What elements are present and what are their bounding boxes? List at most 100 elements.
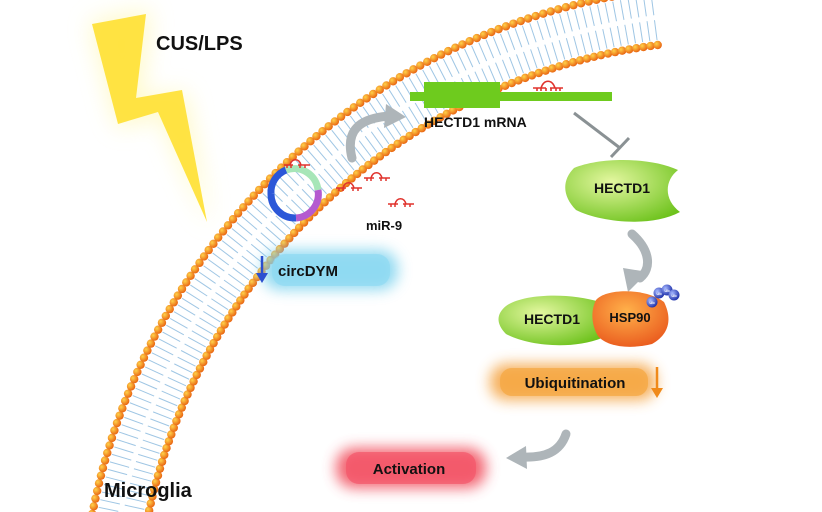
lipid-tail <box>180 350 200 361</box>
hsp90-label: HSP90 <box>609 310 650 325</box>
lipid-head <box>146 499 155 508</box>
lipid-head <box>155 464 165 473</box>
lipid-head <box>202 351 211 360</box>
lipid-tail <box>194 278 212 291</box>
circdym-box: circDYM <box>262 250 398 290</box>
lipid-head <box>423 120 433 129</box>
lipid-head <box>646 41 655 51</box>
lipid-tail <box>551 16 559 36</box>
lipid-head <box>364 160 373 170</box>
lipid-head <box>501 22 511 31</box>
lipid-tail <box>169 317 188 329</box>
lipid-head <box>144 506 154 512</box>
lipid-tail <box>226 234 243 248</box>
lipid-head <box>538 9 548 18</box>
lipid-head <box>224 314 233 323</box>
lipid-tail <box>508 56 518 76</box>
lipid-head <box>167 430 176 439</box>
lipid-head <box>199 357 208 367</box>
lipid-tail <box>646 21 651 42</box>
lipid-tail <box>198 271 216 284</box>
lipid-tail <box>187 336 206 348</box>
lipid-head <box>139 353 149 362</box>
lipid-head <box>189 377 198 386</box>
lipid-tail <box>185 291 204 303</box>
lipid-head <box>136 360 145 370</box>
lipid-tail <box>177 356 196 367</box>
lipid-tail <box>223 279 241 293</box>
lipid-head <box>96 471 106 480</box>
ub-label-2: Ub <box>656 291 662 296</box>
lipid-tail <box>129 482 150 489</box>
hectd1-hsp90-complex: Ub Ub Ub Ub HECTD1 HSP90 <box>498 284 680 347</box>
lipid-tail <box>128 489 148 496</box>
lipid-head <box>195 364 205 373</box>
lipid-tail <box>138 453 158 461</box>
lipid-head <box>369 156 379 165</box>
lipid-head <box>355 98 365 108</box>
lipid-tail <box>643 0 647 17</box>
lipid-tail <box>124 504 145 510</box>
lipid-head <box>180 396 189 406</box>
lipid-head <box>527 71 537 80</box>
lipid-tail <box>488 65 497 85</box>
lipid-tail <box>485 39 495 59</box>
lipid-head <box>582 54 592 63</box>
ub-label-4: Ub <box>671 293 677 298</box>
cell-label: Microglia <box>104 480 193 502</box>
lipid-head <box>143 346 152 355</box>
lipid-tail <box>495 62 504 82</box>
lipid-tail <box>325 134 339 151</box>
circrna-ring-icon <box>267 165 322 222</box>
lipid-head <box>458 40 467 49</box>
lipid-tail <box>126 409 146 418</box>
lipid-tail <box>236 261 254 275</box>
lipid-tail <box>278 176 294 192</box>
lipid-head <box>123 389 133 398</box>
lipid-head <box>199 252 209 261</box>
lipid-head <box>107 433 117 443</box>
lipid-tail <box>573 36 580 56</box>
lipid-head <box>103 448 112 458</box>
lipid-head <box>228 308 237 317</box>
mirna-on-circrna-icon <box>284 159 310 168</box>
lipid-tail <box>587 32 594 53</box>
lipid-head <box>534 68 543 78</box>
mrna-label: HECTD1 mRNA <box>424 114 527 130</box>
lipid-head <box>555 62 564 71</box>
lipid-tail <box>273 181 289 197</box>
lipid-tail <box>502 59 511 79</box>
lipid-tail <box>199 317 217 329</box>
lipid-tail <box>231 228 248 242</box>
lipid-head <box>387 143 396 153</box>
lipid-head <box>609 0 615 1</box>
lipid-head <box>209 239 218 249</box>
lipid-head <box>358 165 367 174</box>
lipid-tail <box>126 497 146 503</box>
lipid-head <box>169 298 178 307</box>
lipid-head <box>220 320 229 329</box>
lipid-tail <box>207 304 225 317</box>
lipid-tail <box>158 338 177 349</box>
lipid-head <box>479 30 489 40</box>
lipid-tail <box>98 506 119 512</box>
lipid-head <box>190 265 200 274</box>
lipid-head <box>172 416 181 426</box>
lipid-tail <box>627 0 632 19</box>
mirna-label: miR-9 <box>366 218 402 233</box>
lipid-tail <box>602 29 608 49</box>
arrow-sponge-to-mrna <box>345 111 395 163</box>
lipid-tail <box>471 45 481 65</box>
lipid-tail <box>211 298 229 311</box>
lipid-head <box>639 42 648 52</box>
lipid-head <box>92 486 102 496</box>
lipid-head <box>126 382 136 391</box>
lipid-head <box>164 437 174 446</box>
lipid-head <box>223 221 233 230</box>
lipid-tail <box>376 127 390 145</box>
lipid-tail <box>255 238 272 252</box>
lipid-tail <box>217 246 234 260</box>
lipid-tail <box>155 404 175 413</box>
lipid-tail <box>158 397 178 407</box>
lipid-head <box>442 109 451 118</box>
